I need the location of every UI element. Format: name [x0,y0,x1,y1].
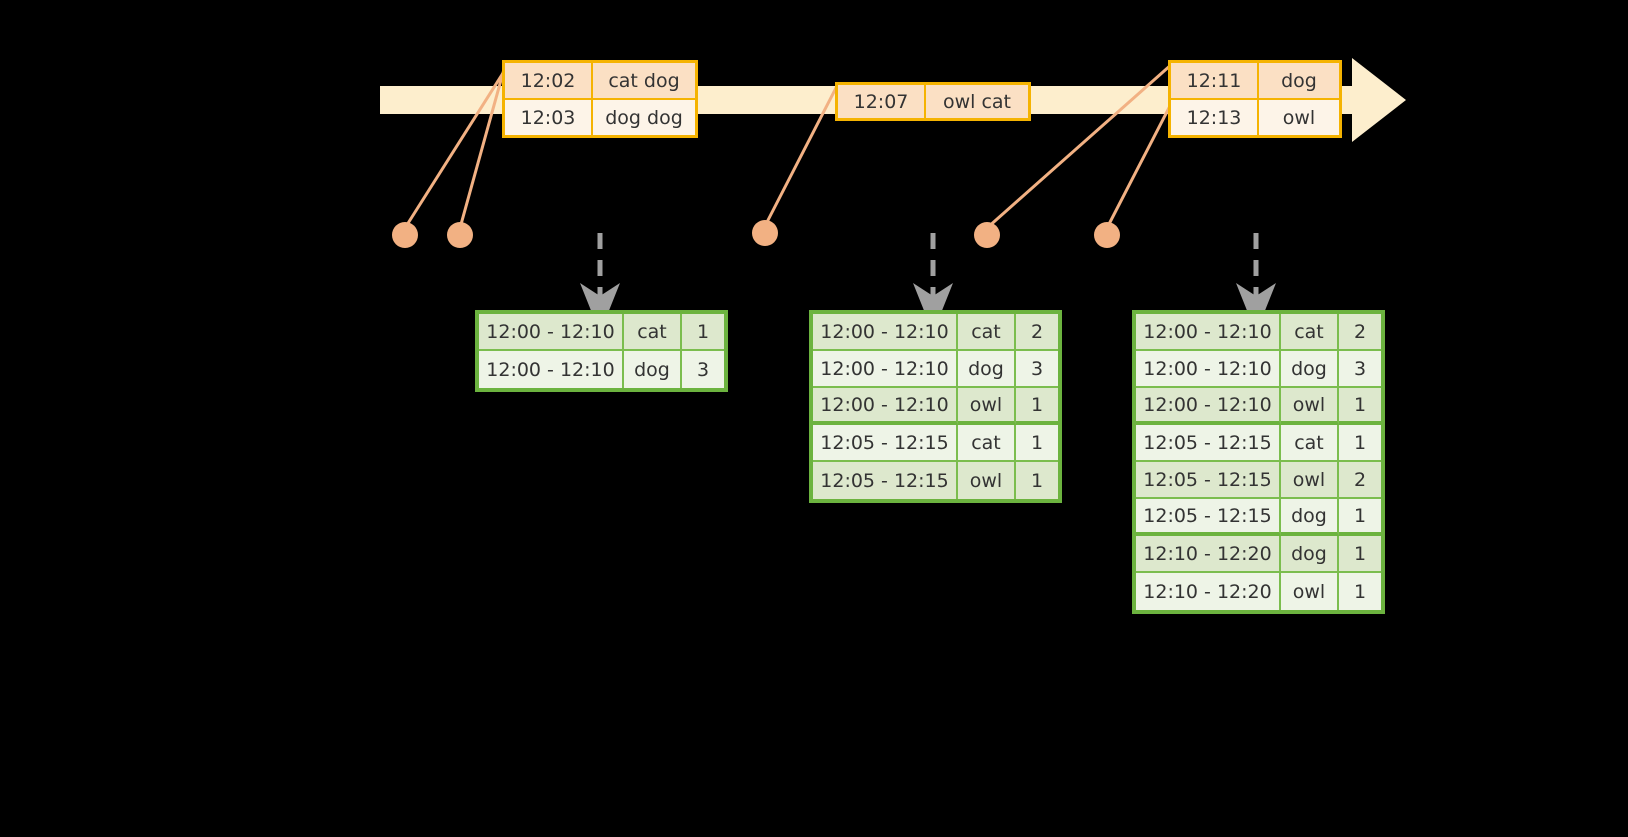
event-payload: dog [1259,63,1339,98]
key-cell: owl [1281,573,1339,610]
count-cell: 1 [1339,425,1381,462]
count-cell: 1 [1016,388,1058,425]
window-cell: 12:00 - 12:10 [479,314,624,351]
count-cell: 1 [1339,499,1381,536]
count-cell: 3 [1016,351,1058,388]
key-cell: owl [1281,388,1339,425]
event-dot-1202a [392,222,418,248]
window-cell: 12:00 - 12:10 [1136,314,1281,351]
connector-2 [458,61,508,229]
event-payload: cat dog [593,63,695,98]
key-cell: owl [958,462,1016,499]
key-cell: cat [958,314,1016,351]
count-cell: 1 [1339,573,1381,610]
window-cell: 12:00 - 12:10 [813,314,958,351]
window-cell: 12:05 - 12:15 [813,425,958,462]
event-payload: owl cat [926,85,1028,118]
window-cell: 12:05 - 12:15 [1136,425,1281,462]
key-cell: dog [958,351,1016,388]
count-cell: 1 [1339,388,1381,425]
event-timestamp: 12:07 [838,85,926,118]
window-cell: 12:05 - 12:15 [1136,499,1281,536]
window-cell: 12:10 - 12:20 [1136,573,1281,610]
window-cell: 12:00 - 12:10 [813,351,958,388]
window-cell: 12:05 - 12:15 [1136,462,1281,499]
key-cell: cat [624,314,682,351]
window-cell: 12:00 - 12:10 [1136,388,1281,425]
window-cell: 12:00 - 12:10 [479,351,624,388]
event-payload: owl [1259,100,1339,135]
connector-3 [763,83,840,227]
key-cell: owl [958,388,1016,425]
down-arrow-layer [580,233,1276,333]
count-cell: 1 [1016,425,1058,462]
key-cell: dog [1281,351,1339,388]
window-cell: 12:05 - 12:15 [813,462,958,499]
event-dot-1207 [752,220,778,246]
key-cell: dog [1281,536,1339,573]
event-timestamp: 12:11 [1171,63,1259,98]
count-cell: 2 [1016,314,1058,351]
count-cell: 3 [682,351,724,388]
event-timestamp: 12:13 [1171,100,1259,135]
window-cell: 12:10 - 12:20 [1136,536,1281,573]
count-cell: 3 [1339,351,1381,388]
window-cell: 12:00 - 12:10 [1136,351,1281,388]
event-payload: dog dog [593,100,695,135]
event-timestamp: 12:02 [505,63,593,98]
count-cell: 2 [1339,314,1381,351]
window-cell: 12:00 - 12:10 [813,388,958,425]
count-cell: 1 [682,314,724,351]
event-dot-1213 [1094,222,1120,248]
key-cell: dog [624,351,682,388]
key-cell: cat [958,425,1016,462]
key-cell: cat [1281,314,1339,351]
connector-1 [403,61,512,229]
event-dot-1211 [974,222,1000,248]
key-cell: dog [1281,499,1339,536]
count-cell: 1 [1339,536,1381,573]
connector-5 [1105,101,1174,229]
key-cell: cat [1281,425,1339,462]
count-cell: 1 [1016,462,1058,499]
count-cell: 2 [1339,462,1381,499]
key-cell: owl [1281,462,1339,499]
event-dot-1203 [447,222,473,248]
event-timestamp: 12:03 [505,100,593,135]
